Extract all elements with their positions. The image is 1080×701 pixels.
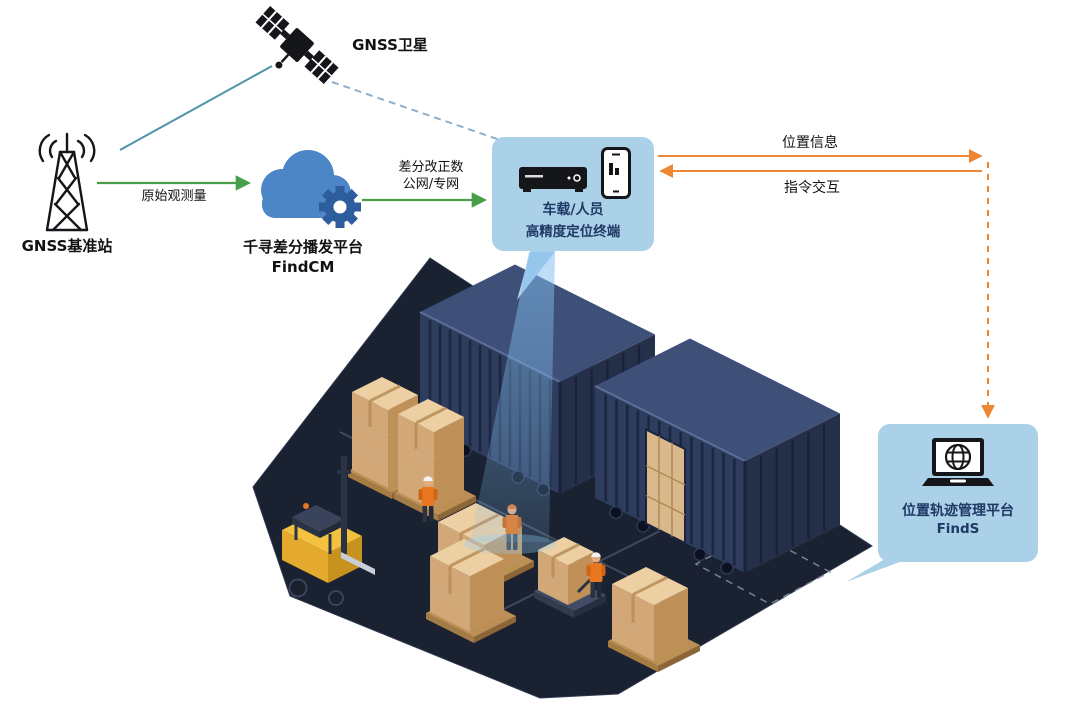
dvr-device-icon — [519, 167, 587, 192]
beam-glow — [464, 534, 556, 554]
terminal-label-line1: 车载/人员 — [542, 202, 604, 218]
cloud-platform-name: 千寻差分播发平台 — [242, 238, 363, 256]
terminal-icons — [515, 145, 631, 199]
smartphone-icon — [601, 147, 631, 199]
correction-data-line1: 差分改正数 — [398, 160, 464, 175]
position-info-label: 位置信息 — [782, 135, 838, 151]
gear-icon — [319, 186, 361, 228]
correction-data-line2: 公网/专网 — [402, 176, 460, 192]
terminal-label-line2: 高精度定位终端 — [525, 224, 621, 240]
cargo-pallets — [348, 377, 700, 672]
raw-observation-label: 原始观测量 — [141, 189, 207, 204]
satellite-terminal-link — [331, 81, 501, 141]
terminal-box: 车载/人员 高精度定位终端 — [492, 137, 654, 251]
laptop-globe-icon — [922, 438, 994, 486]
satellite-icon — [255, 6, 339, 84]
base-station-icon — [38, 132, 96, 232]
cloud-platform-product: FindCM — [271, 257, 335, 276]
platform-label-line1: 位置轨迹管理平台 — [902, 503, 1014, 519]
platform-label-line2: FindS — [936, 521, 980, 537]
platform-box-tail — [846, 556, 916, 582]
forklift — [282, 456, 375, 606]
parking-marking — [694, 531, 832, 605]
positioning-beam — [470, 252, 555, 542]
platform-box: 位置轨迹管理平台 FindS — [878, 424, 1038, 562]
satellite-label: GNSS卫星 — [352, 36, 428, 54]
command-interaction-label: 指令交互 — [784, 180, 840, 196]
satellite-basestation-link — [119, 65, 273, 151]
cloud-platform-label: 千寻差分播发平台 FindCM — [223, 238, 383, 277]
correction-data-label: 差分改正数 公网/专网 — [385, 160, 477, 194]
base-station-label: GNSS基准站 — [21, 237, 113, 255]
